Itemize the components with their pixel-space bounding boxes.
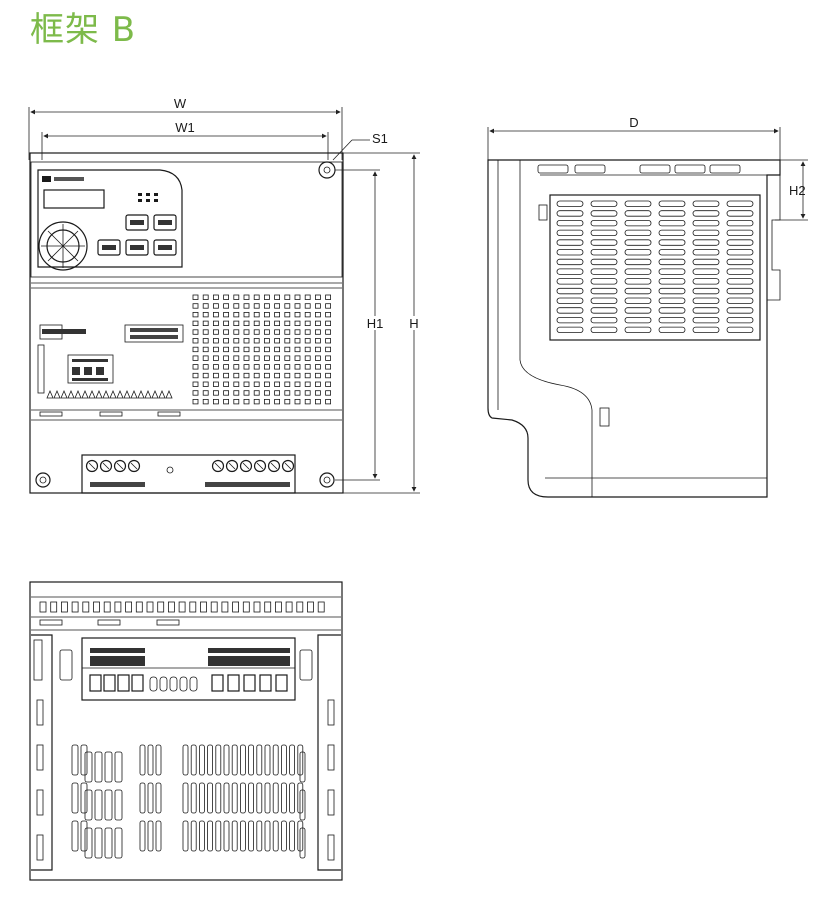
width-label: W bbox=[174, 96, 187, 111]
left-rail-slot bbox=[33, 639, 43, 681]
control-terminals bbox=[46, 389, 173, 399]
height1-label: H1 bbox=[367, 316, 384, 331]
frame-title: 框架 B bbox=[30, 10, 137, 50]
side-housing bbox=[487, 159, 781, 498]
bottom-view bbox=[29, 581, 343, 881]
front-vent-grid bbox=[192, 294, 332, 405]
height-label: H bbox=[409, 316, 418, 331]
bottom-vent-grid bbox=[71, 744, 306, 859]
s1-label: S1 bbox=[372, 131, 388, 146]
mount-hole-bottom-right bbox=[319, 472, 335, 488]
side-vent-panel bbox=[549, 194, 761, 341]
lcd-display bbox=[43, 189, 105, 209]
depth-label: D bbox=[629, 115, 638, 130]
width1-label: W1 bbox=[175, 120, 195, 135]
bottom-terminal-block bbox=[81, 637, 296, 701]
front-housing bbox=[29, 152, 344, 494]
mount-hole-bottom-left bbox=[35, 472, 51, 488]
height2-label: H2 bbox=[789, 183, 806, 198]
keypad-panel bbox=[37, 169, 183, 268]
bottom-housing bbox=[29, 581, 343, 881]
front-view: W W1 S1 bbox=[28, 96, 422, 494]
mount-hole-top-right bbox=[318, 161, 336, 179]
side-vent-slots bbox=[556, 200, 754, 334]
power-terminal-block bbox=[81, 454, 296, 494]
control-knob bbox=[38, 221, 88, 271]
bottom-edge-slots bbox=[39, 601, 325, 613]
power-terminal-screws bbox=[85, 459, 295, 473]
side-view: D H2 bbox=[487, 115, 808, 498]
bottom-terminal-slots bbox=[89, 674, 288, 692]
